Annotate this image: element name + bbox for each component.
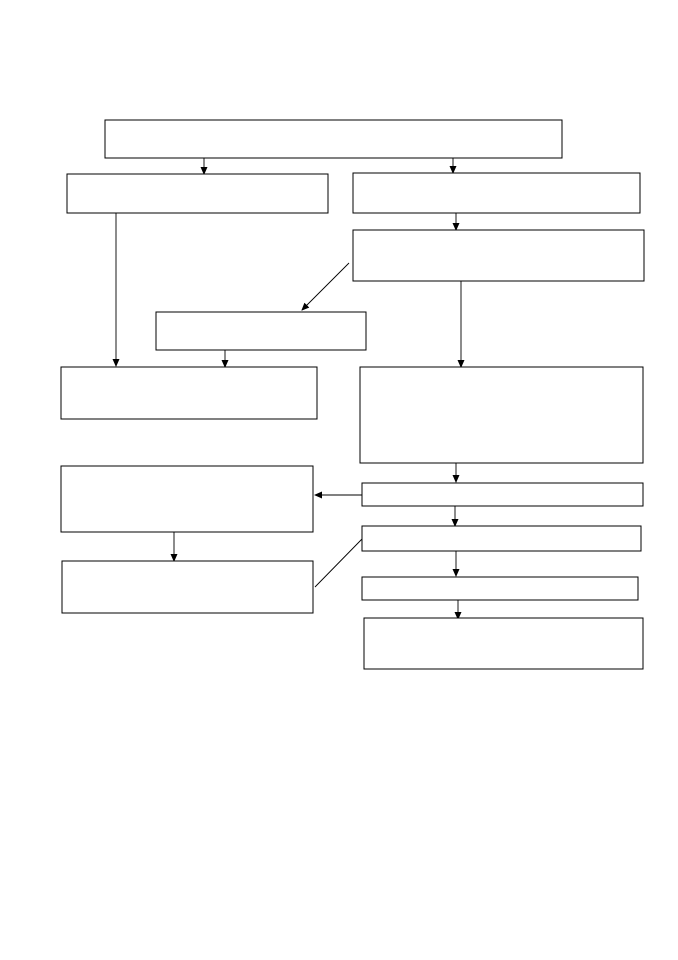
flowchart-node-n11 (61, 560, 314, 614)
node-box-n9 (60, 465, 314, 533)
node-box-n8 (361, 482, 644, 507)
flowchart-node-n2 (66, 173, 329, 214)
flowchart-node-n1 (104, 119, 563, 159)
flowchart-node-n10 (361, 525, 642, 552)
node-box-n4 (352, 229, 645, 282)
flowchart-node-n8 (361, 482, 644, 507)
node-box-n12 (361, 576, 639, 601)
flowchart-node-n12 (361, 576, 639, 601)
node-box-n6 (60, 366, 318, 420)
node-box-n7 (359, 366, 644, 464)
node-box-n11 (61, 560, 314, 614)
edge-n11-to-n10 (314, 538, 363, 588)
flowchart-node-n13 (363, 617, 644, 670)
flowchart-node-n5 (155, 311, 367, 351)
edge-n4-to-n5 (301, 262, 350, 311)
node-box-n2 (66, 173, 329, 214)
flowchart-node-n3 (352, 172, 641, 214)
node-box-n10 (361, 525, 642, 552)
nodes-layer (60, 119, 645, 670)
node-box-n1 (104, 119, 563, 159)
node-box-n13 (363, 617, 644, 670)
flowchart-node-n4 (352, 229, 645, 282)
flowchart-node-n7 (359, 366, 644, 464)
node-box-n3 (352, 172, 641, 214)
node-box-n5 (155, 311, 367, 351)
flowchart-node-n9 (60, 465, 314, 533)
edges-layer (112, 158, 465, 620)
flowchart-node-n6 (60, 366, 318, 420)
